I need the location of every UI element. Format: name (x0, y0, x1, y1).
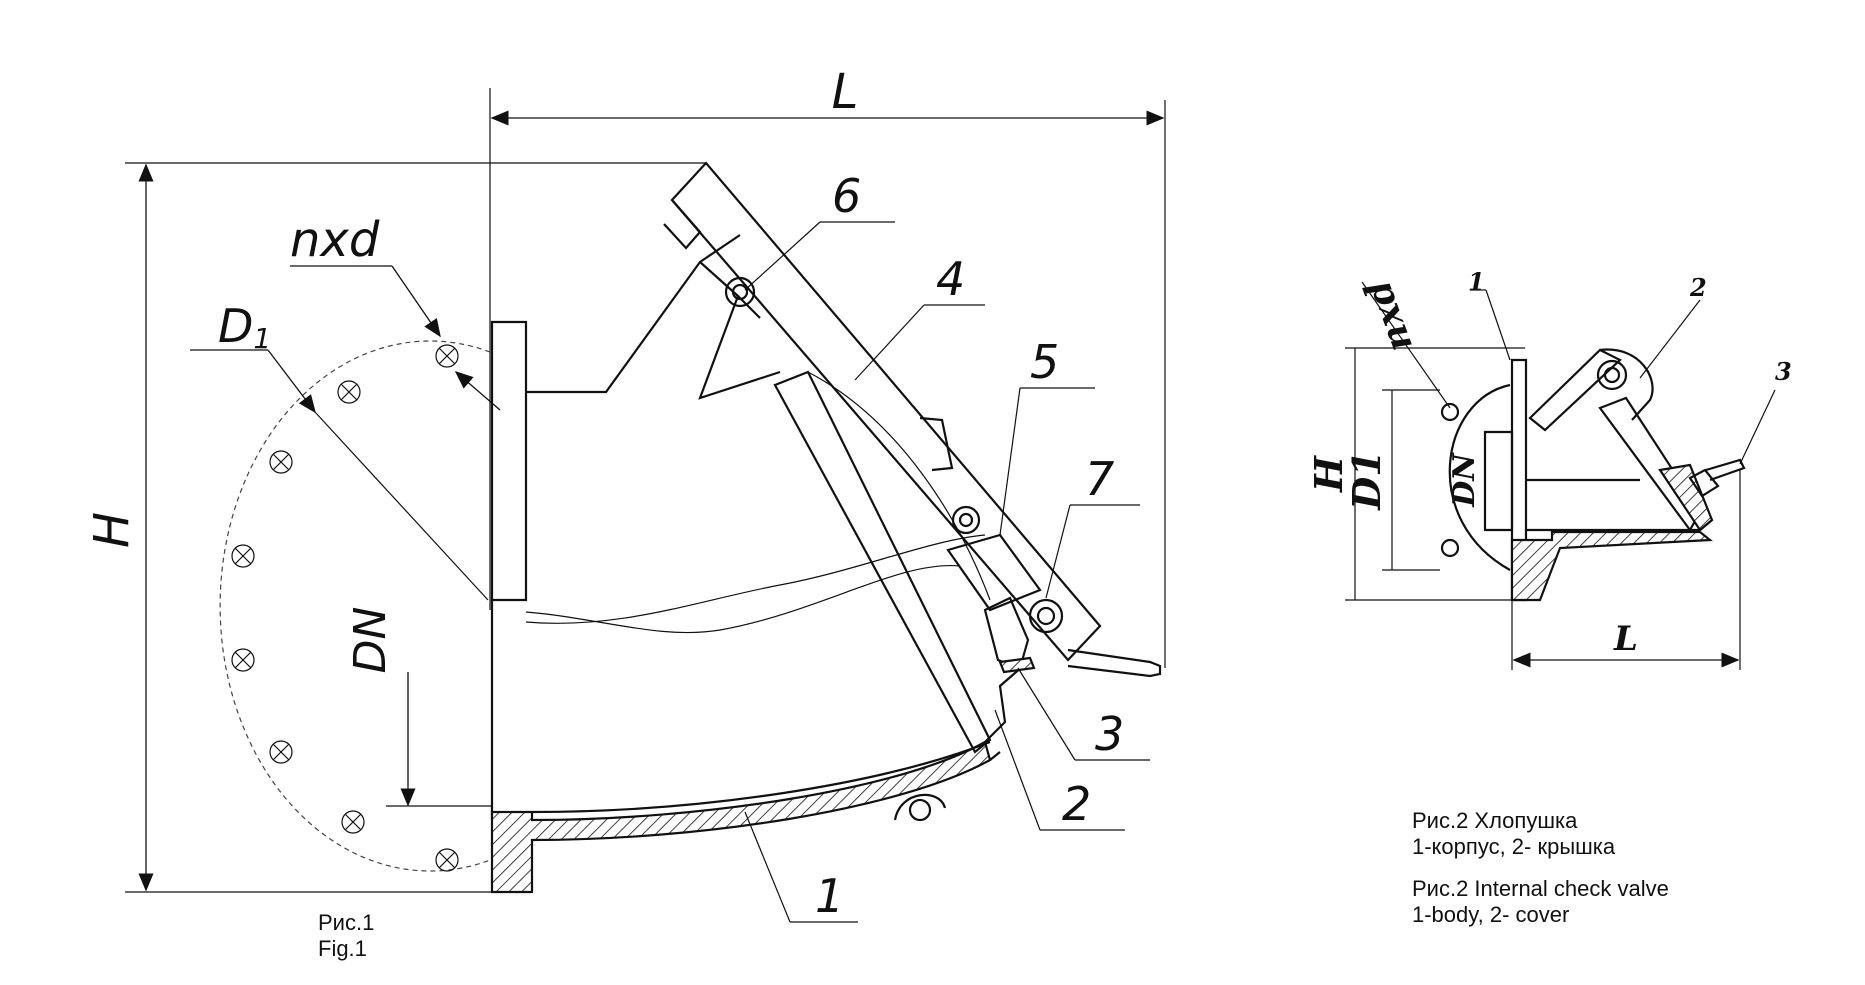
part-number-7: 7 (1085, 452, 1114, 506)
fig2-cover (1528, 348, 1622, 432)
part-5-block (946, 533, 1042, 612)
fig1-caption-en: Fig.1 (318, 936, 367, 961)
fig2-caption-ru-parts: 1-корпус, 2- крышка (1412, 834, 1616, 859)
dimension-l-label: L (832, 64, 859, 120)
body-flange (490, 320, 528, 602)
fig2-caption-en: Рис.2 Internal check valve 1-body, 2- co… (1412, 876, 1669, 928)
cover-lever (670, 161, 1102, 662)
fig2-caption-en-parts: 1-body, 2- cover (1412, 902, 1570, 927)
part-leaders (744, 221, 1150, 923)
fig2-label-d1: D1 (1344, 450, 1389, 510)
fig1-caption-ru: Рис.1 (318, 910, 375, 935)
fig1-caption: Рис.1 Fig.1 (318, 910, 374, 962)
fig2-label-l: L (1613, 619, 1638, 659)
pivot-6 (724, 276, 756, 308)
label-nxd: nxd (290, 212, 380, 268)
figure-1: L H nxd D1 (84, 64, 1166, 923)
fig2-caption-ru: Рис.2 Хлопушка 1-корпус, 2- крышка (1412, 808, 1615, 860)
figure-2: H D1 nxd DN 1 2 3 (1306, 267, 1792, 670)
fig2-caption-ru-title: Рис.2 Хлопушка (1412, 808, 1578, 833)
part-number-3: 3 (1095, 707, 1124, 761)
fig2-caption-en-title: Рис.2 Internal check valve (1412, 876, 1669, 901)
fig2-part-1: 1 (1468, 267, 1485, 296)
fig2-label-nxd: nxd (1357, 275, 1421, 358)
label-dn: DN (345, 607, 396, 674)
handle (1067, 648, 1162, 678)
fig2-part-2: 2 (1689, 273, 1707, 302)
part-number-1: 1 (815, 869, 844, 923)
part-number-5: 5 (1030, 335, 1059, 389)
body-bottom-wall (490, 740, 992, 894)
part-7-bolt (1028, 598, 1064, 634)
label-d1: D1 (218, 299, 271, 355)
dimension-h-label: H (84, 512, 140, 548)
part-3-nut (983, 596, 1030, 670)
part-number-2: 2 (1062, 777, 1091, 831)
bolt-circle-dashed (219, 340, 491, 872)
fig2-label-dn: DN (1447, 452, 1482, 508)
bolt-holes (231, 344, 459, 872)
part-number-6: 6 (832, 169, 861, 223)
fig2-label-h: H (1306, 455, 1351, 493)
fig2-part-3: 3 (1775, 357, 1792, 386)
part-number-4: 4 (936, 252, 965, 306)
